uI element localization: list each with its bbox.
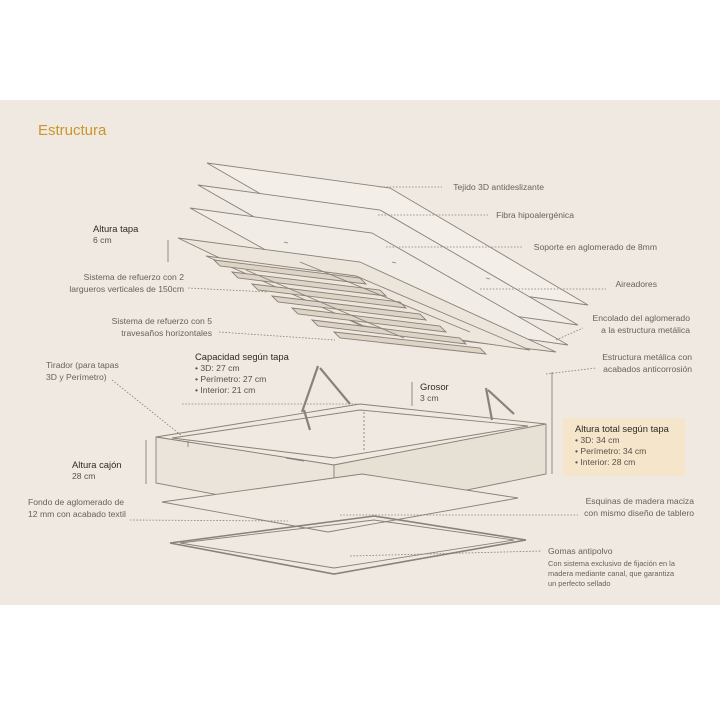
label-aireadores: Aireadores <box>615 279 657 289</box>
lid-frame <box>177 237 557 355</box>
label-estructura-line2: acabados anticorrosión <box>603 363 692 374</box>
spec-altura-total: Altura total según tapa 3D: 34 cm Períme… <box>575 422 669 468</box>
label-tirador-line2: 3D y Perímetro) <box>46 371 107 382</box>
label-refuerzo-horizontal: Sistema de refuerzo con 5 travesaños hor… <box>112 316 212 339</box>
label-tirador-line1: Tirador (para tapas <box>46 360 119 370</box>
gas-pistons <box>300 365 515 431</box>
spec-capacidad-item: 3D: 27 cm <box>195 363 289 374</box>
leader-lines <box>111 186 606 557</box>
gomas-frame <box>169 515 527 575</box>
label-estructura: Estructura metálica con acabados anticor… <box>602 352 692 375</box>
label-refuerzo-horizontal-line1: Sistema de refuerzo con 5 <box>111 316 212 326</box>
spec-altura-total-item: Interior: 28 cm <box>575 457 669 468</box>
dimension-ticks <box>145 240 553 484</box>
spec-altura-tapa-value: 6 cm <box>93 235 112 245</box>
label-fondo: Fondo de aglomerado de 12 mm con acabado… <box>28 497 126 520</box>
label-estructura-line1: Estructura metálica con <box>602 352 692 362</box>
spec-altura-tapa-heading: Altura tapa <box>93 223 139 234</box>
label-fondo-line1: Fondo de aglomerado de <box>28 497 125 507</box>
gomas-note-line1: Con sistema exclusivo de fijación en la <box>548 559 675 568</box>
spec-capacidad-heading: Capacidad según tapa <box>195 351 289 362</box>
spec-grosor-heading: Grosor <box>420 381 449 392</box>
label-gomas: Gomas antipolvo <box>548 546 613 556</box>
label-fibra: Fibra hipoalergénica <box>496 210 574 220</box>
label-refuerzo-vertical: Sistema de refuerzo con 2 largueros vert… <box>69 272 184 295</box>
spec-capacidad: Capacidad según tapa 3D: 27 cm Perímetro… <box>195 350 289 396</box>
gomas-note-line2: madera mediante canal, que garantiza <box>548 569 675 578</box>
spec-altura-cajon-heading: Altura cajón <box>72 459 122 470</box>
spec-altura-total-box: Altura total según tapa 3D: 34 cm Períme… <box>563 418 685 476</box>
label-fondo-line2: 12 mm con acabado textil <box>28 508 126 519</box>
label-encolado: Encolado del aglomerado a la estructura … <box>593 313 690 336</box>
spec-altura-total-heading: Altura total según tapa <box>575 423 669 434</box>
spec-capacidad-item: Interior: 21 cm <box>195 385 289 396</box>
gomas-note: Con sistema exclusivo de fijación en la … <box>548 559 718 589</box>
label-esquinas-line2: con mismo diseño de tablero <box>584 507 694 518</box>
spec-altura-cajon: Altura cajón 28 cm <box>72 458 122 482</box>
label-esquinas: Esquinas de madera maciza con mismo dise… <box>584 496 694 519</box>
label-encolado-line1: Encolado del aglomerado <box>592 313 690 323</box>
spec-altura-total-item: 3D: 34 cm <box>575 435 669 446</box>
spec-altura-total-item: Perímetro: 34 cm <box>575 446 669 457</box>
fondo-base <box>161 473 519 533</box>
spec-grosor-value: 3 cm <box>420 393 439 403</box>
gomas-note-line3: un perfecto sellado <box>548 579 611 588</box>
label-refuerzo-vertical-line1: Sistema de refuerzo con 2 <box>83 272 184 282</box>
page-title: Estructura <box>38 122 107 139</box>
label-tejido: Tejido 3D antideslizante <box>453 182 544 192</box>
spec-altura-tapa: Altura tapa 6 cm <box>93 222 138 246</box>
spec-altura-cajon-value: 28 cm <box>72 471 96 481</box>
label-soporte: Soporte en aglomerado de 8mm <box>533 242 657 252</box>
spec-grosor: Grosor 3 cm <box>420 380 449 404</box>
label-encolado-line2: a la estructura metálica <box>601 324 690 335</box>
label-tirador: Tirador (para tapas 3D y Perímetro) <box>46 360 119 383</box>
label-refuerzo-horizontal-line2: travesaños horizontales <box>121 327 212 338</box>
spec-capacidad-item: Perímetro: 27 cm <box>195 374 289 385</box>
label-esquinas-line1: Esquinas de madera maciza <box>585 496 694 506</box>
label-refuerzo-vertical-line2: largueros verticales de 150cm <box>69 283 184 294</box>
